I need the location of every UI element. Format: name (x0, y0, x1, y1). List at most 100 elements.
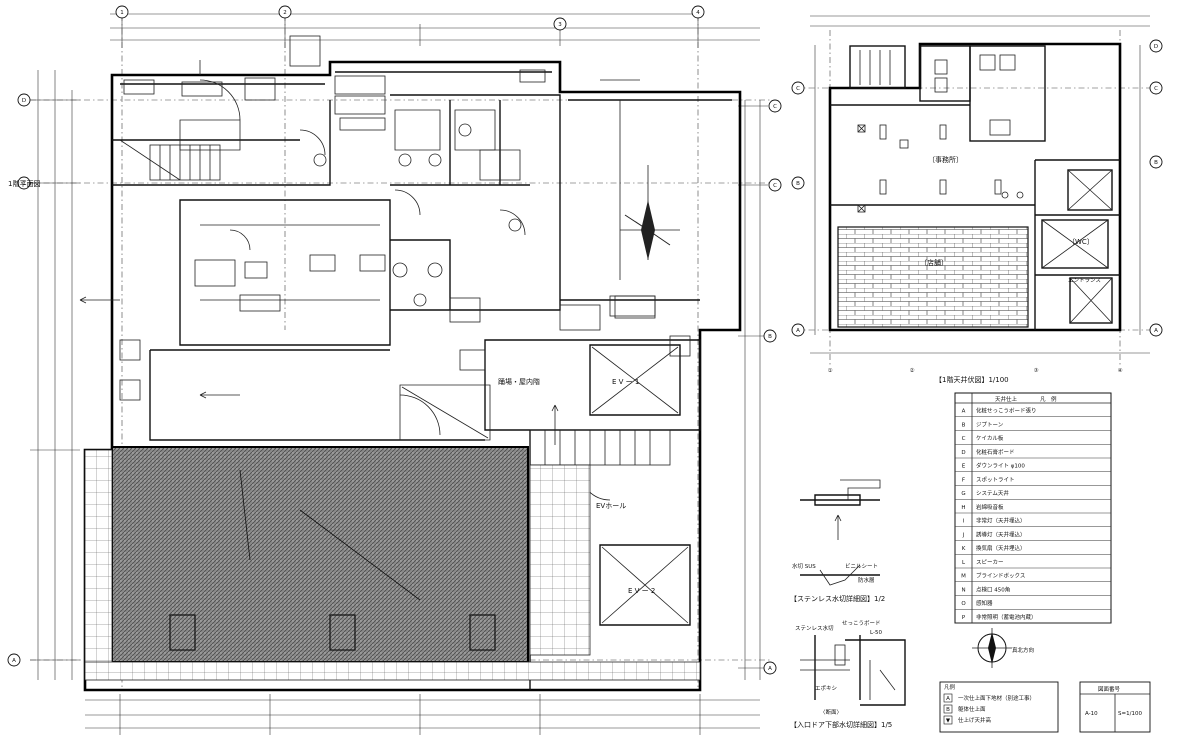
bottom-dimension-lines (85, 694, 760, 735)
drawing-number-stamp: 図面番号 A-10 S=1/100 (1079, 681, 1151, 733)
svg-text:A: A (796, 328, 800, 334)
grid-bubble-right-a: A (763, 661, 777, 675)
flow-arrows (79, 296, 559, 445)
detail2-label-epoxy: エポキシ (815, 685, 837, 692)
legend-row-key: I (963, 519, 965, 525)
legend-row-key: O (961, 601, 966, 607)
notes-row-marker (943, 704, 953, 714)
ceiling-bubble-bottom-3: ③ (1034, 368, 1039, 374)
legend-row-key: H (961, 505, 965, 511)
legend-row-key: K (962, 546, 966, 552)
ceiling-bubble-bottom-4: ④ (1118, 368, 1123, 374)
main-floor-plan: 1 2 3 4 D C A C (7, 5, 782, 735)
ceiling-wc-boxes (1041, 169, 1113, 324)
stamp-cell-number: A-10 (1085, 711, 1098, 717)
legend-header-legend: 凡 例 (1040, 395, 1057, 403)
svg-text:1: 1 (120, 10, 124, 16)
notes-row-marker (943, 693, 953, 703)
legend-row-key: J (962, 532, 965, 538)
notes-row-key: ▼ (946, 718, 951, 724)
legend-row-text: 化粧せっこうボード張り (976, 407, 1037, 415)
legend-row-text: スポットライト (976, 476, 1015, 483)
legend-row-text: ジプトーン (976, 421, 1004, 428)
legend-row-key: P (962, 615, 966, 621)
ceiling-bubble-right-b: B (1149, 155, 1163, 169)
grid-bubble-right-c2: C (768, 178, 782, 192)
svg-text:③: ③ (1034, 368, 1039, 374)
detail2-caption: 〈断面〉 (820, 708, 842, 716)
notes-row-text: 躯体仕上面 (958, 705, 986, 713)
detail1-label-drip: 水切 SUS (792, 562, 816, 570)
svg-text:B: B (1154, 160, 1158, 166)
grid-bubble-left-a: A (7, 653, 21, 667)
legend-row-key: M (961, 574, 966, 580)
grid-bubble-left-c: C (17, 176, 31, 190)
floor-label: 1階平面図 (8, 179, 40, 188)
legend-row-text: ケイカル板 (976, 434, 1004, 442)
notes-title: 凡例 (944, 683, 956, 691)
svg-text:D: D (22, 98, 26, 104)
svg-text:④: ④ (1118, 368, 1123, 374)
shop-floor-fixtures (169, 469, 496, 651)
svg-text:C: C (796, 86, 800, 92)
ceiling-upper-rooms (830, 45, 1120, 330)
legend-row-text: スピーカー (976, 559, 1004, 566)
svg-text:A: A (12, 658, 16, 664)
detail2-label-board: せっこうボード (842, 619, 881, 627)
detail-stainless-drip: 水切 SUS ビニルシート 防水層 【ステンレス水切詳細図】1/2 (790, 479, 885, 603)
ceiling-bubble-right-c: C (1149, 81, 1163, 95)
notes-row-key: A (946, 696, 950, 702)
ceiling-room-store: 〔店舗〕 (920, 258, 948, 267)
door-swings (199, 79, 611, 501)
ceiling-bubble-bottom-1: ① (828, 368, 833, 374)
elevator-shafts (401, 346, 689, 624)
svg-text:①: ① (828, 368, 833, 374)
compass-rose: 真北方向 (972, 628, 1034, 668)
legend-header-finish: 天井仕上 (995, 395, 1018, 403)
legend-row-text: 点検口 450角 (976, 585, 1010, 593)
ceiling-bubble-right-a: A (1149, 323, 1163, 337)
left-dimension-lines (30, 70, 80, 680)
ceiling-room-office: 〔事務所〕 (928, 155, 963, 164)
stamp-cell-scale: S=1/100 (1118, 711, 1142, 717)
grid-bubble-top-1: 1 (115, 5, 129, 19)
detail1-title: 【ステンレス水切詳細図】1/2 (790, 594, 885, 603)
detail2-label-angle: L-50 (870, 630, 882, 636)
svg-text:C: C (1154, 86, 1158, 92)
detail2-label-sus: ステンレス水切 (795, 624, 834, 632)
room-label-ev-upper: E V ー 1 (612, 378, 639, 386)
svg-text:A: A (1154, 328, 1158, 334)
svg-text:4: 4 (696, 10, 700, 16)
legend-row-text: 岩綿吸音板 (976, 503, 1004, 511)
perimeter-tile-strip (84, 449, 113, 671)
ceiling-bubble-left-c: C (791, 81, 805, 95)
legend-row-key: N (961, 587, 965, 593)
grid-bubble-right-b: B (763, 329, 777, 343)
north-arrow-plan (620, 165, 680, 260)
legend-row-text: 非常照明（蓄電池内蔵） (976, 613, 1037, 621)
svg-text:C: C (773, 183, 777, 189)
ceiling-plan-title: 【1階天井伏図】1/100 (935, 375, 1009, 384)
room-label-ev-lower: E V ー 2 (628, 587, 655, 595)
bottom-tile-strip (84, 661, 701, 681)
legend-row-key: G (961, 491, 965, 497)
notes-row-text: 一次仕上面下地材（別途工事） (958, 694, 1035, 702)
sanitary-fixtures (313, 123, 656, 331)
legend-row-text: システム天井 (976, 489, 1009, 497)
room-label-ev-hall: EVホール (596, 502, 626, 510)
legend-row-text: 誘導灯（天井埋込） (976, 530, 1026, 538)
ceiling-room-entrance: エントランス (1068, 277, 1101, 284)
right-tile-strip (529, 464, 591, 656)
svg-text:C: C (22, 181, 26, 187)
legend-row-text: 換気扇（天井埋込） (976, 544, 1026, 552)
legend-row-key: C (962, 436, 966, 442)
grid-bubble-top-3: 3 (553, 17, 567, 31)
notes-row-marker (943, 715, 953, 725)
svg-text:A: A (768, 666, 772, 672)
store-tile-ceiling (837, 226, 1029, 328)
ceiling-bubble-right-d: D (1149, 39, 1163, 53)
legend-row-key: D (961, 450, 965, 456)
